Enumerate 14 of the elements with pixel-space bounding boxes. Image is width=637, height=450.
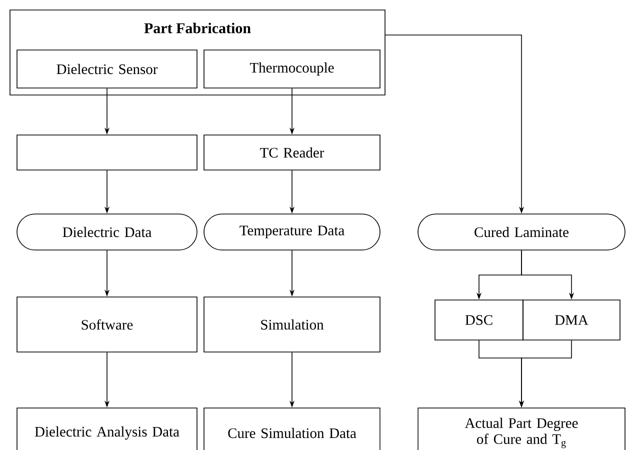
process-box: Actual Part Degree of Cure and T$_{g}$ [418,408,626,450]
process-box: DSC [434,300,524,340]
process-box: DMA [522,300,620,340]
process-box: TC Reader [204,134,380,170]
data-terminal: Cured Laminate [418,214,626,250]
process-box: Cure Simulation Data [204,408,380,450]
process-box: Thermocouple [204,50,380,88]
process-box: Software [16,296,198,352]
process-box: Dielectric Sensor [16,50,198,88]
data-terminal: Dielectric Data [16,214,198,250]
process-box: Simulation [204,296,380,352]
data-terminal: Temperature Data [204,214,380,250]
process-box [16,134,198,170]
process-box: Dielectric Analysis Data [16,408,198,450]
